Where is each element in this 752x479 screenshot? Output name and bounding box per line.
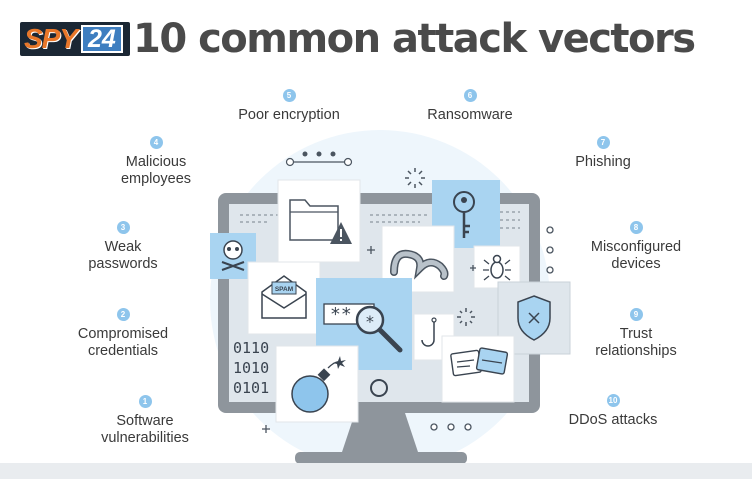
vector-number-badge: 10 bbox=[606, 394, 620, 407]
page-title: 10 common attack vectors bbox=[133, 16, 696, 62]
screen-dash-lines bbox=[240, 211, 520, 229]
vector-label: DDoS attacks bbox=[568, 412, 658, 428]
binary-line-3: 0101 bbox=[233, 379, 269, 397]
bomb-icon bbox=[275, 345, 359, 423]
logo-spy-text: SPY bbox=[24, 23, 78, 54]
loading-spinner-icon bbox=[405, 168, 425, 188]
worm-icon bbox=[381, 225, 455, 293]
binary-line-2: 1010 bbox=[233, 359, 269, 377]
vector-number-badge: 4 bbox=[149, 136, 163, 149]
vector-label: Trust relationships bbox=[595, 326, 677, 359]
vector-number-badge: 2 bbox=[116, 308, 130, 321]
vector-label: Weak passwords bbox=[88, 239, 158, 272]
binary-code: 0110 1010 0101 bbox=[233, 339, 269, 397]
bug-icon bbox=[473, 245, 521, 289]
vector-label: Software vulnerabilities bbox=[101, 413, 189, 446]
spam-envelope-icon: SPAM bbox=[247, 261, 321, 335]
id-cards-icon bbox=[441, 335, 515, 403]
vector-software-vulnerabilities: 1 Software vulnerabilities bbox=[60, 391, 230, 447]
side-dots bbox=[430, 226, 554, 431]
vector-trust-relationships: 9 Trust relationships bbox=[551, 304, 721, 360]
vector-misconfigured-devices: 8 Misconfigured devices bbox=[551, 217, 721, 273]
folder-warning-icon bbox=[277, 179, 361, 263]
vector-number-badge: 3 bbox=[116, 221, 130, 234]
vector-number-badge: 7 bbox=[596, 136, 610, 149]
binary-line-1: 0110 bbox=[233, 339, 269, 357]
brand-logo[interactable]: SPY 24 bbox=[20, 22, 130, 56]
spam-label: SPAM bbox=[275, 286, 293, 293]
vector-phishing: 7 Phishing bbox=[518, 132, 688, 171]
power-button-icon bbox=[370, 379, 388, 397]
vector-number-badge: 6 bbox=[463, 89, 477, 102]
svg-text:*: * bbox=[365, 312, 375, 331]
vector-number-badge: 1 bbox=[138, 395, 152, 408]
vector-ransomware: 6 Ransomware bbox=[385, 85, 555, 124]
vector-label: Poor encryption bbox=[238, 107, 340, 123]
vector-ddos-attacks: 10 DDoS attacks bbox=[528, 390, 698, 429]
vector-number-badge: 5 bbox=[282, 89, 296, 102]
sparkle-icons bbox=[262, 246, 476, 433]
slider-decoration bbox=[285, 151, 353, 167]
loading-spinner-icon-2 bbox=[457, 308, 475, 326]
vector-weak-passwords: 3 Weak passwords bbox=[38, 217, 208, 273]
vector-label: Phishing bbox=[575, 154, 631, 170]
vector-number-badge: 9 bbox=[629, 308, 643, 321]
vector-number-badge: 8 bbox=[629, 221, 643, 234]
vector-label: Compromised credentials bbox=[77, 326, 169, 359]
vector-malicious-employees: 4 Malicious employees bbox=[71, 132, 241, 188]
vector-label: Misconfigured devices bbox=[590, 239, 682, 272]
password-mask: ** bbox=[330, 304, 352, 325]
logo-number-text: 24 bbox=[81, 25, 123, 53]
vector-label: Ransomware bbox=[427, 107, 513, 123]
vector-poor-encryption: 5 Poor encryption bbox=[204, 85, 374, 124]
vector-compromised-credentials: 2 Compromised credentials bbox=[38, 304, 208, 360]
bottom-bar bbox=[0, 463, 752, 479]
vector-label: Malicious employees bbox=[120, 154, 192, 187]
